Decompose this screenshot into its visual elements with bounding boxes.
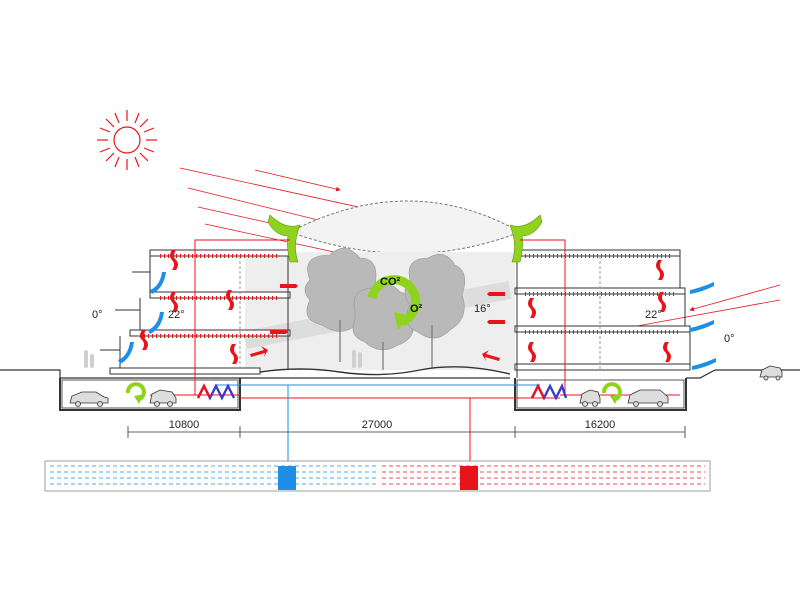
recycle-icon — [367, 275, 421, 330]
cold-water-tank-icon — [278, 466, 296, 490]
dimension-center: 27000 — [362, 419, 393, 431]
heat-flow-arrows — [140, 250, 671, 364]
atrium-floor — [259, 366, 511, 376]
o2-label: O² — [410, 303, 423, 315]
cold-duct-lines — [215, 384, 540, 470]
people — [84, 350, 362, 368]
temp-inside-left: 22° — [168, 309, 185, 321]
ground-line — [0, 369, 800, 379]
dimension-left: 10800 — [169, 419, 200, 431]
dimension-right: 16200 — [585, 419, 616, 431]
temp-outside-left: 0° — [92, 309, 103, 321]
left-building — [59, 249, 291, 411]
temp-inside-right: 22° — [645, 309, 662, 321]
right-building — [514, 249, 691, 411]
cold-air-arrows — [118, 272, 716, 370]
sun-icon — [97, 110, 157, 170]
car-icon — [579, 389, 601, 407]
car-icon — [759, 365, 783, 381]
temp-outside-right: 0° — [724, 333, 735, 345]
atrium-trees — [304, 247, 466, 370]
circular-arrow-icon — [125, 382, 146, 404]
temp-atrium: 16° — [474, 303, 491, 315]
car-icon — [627, 389, 669, 407]
tree-icon — [404, 253, 466, 368]
zigzag-heat-exchanger-icon — [196, 382, 568, 401]
thermal-storage-strip — [44, 460, 711, 492]
car-icon — [149, 389, 177, 407]
hot-water-tank-icon — [460, 466, 478, 490]
dimension-line — [127, 426, 686, 438]
car-icon — [69, 391, 109, 407]
roof-vent-arrows — [267, 214, 543, 263]
circular-arrow-icon — [601, 382, 622, 404]
co2-label: CO² — [380, 276, 401, 288]
atrium-roof — [289, 200, 521, 254]
